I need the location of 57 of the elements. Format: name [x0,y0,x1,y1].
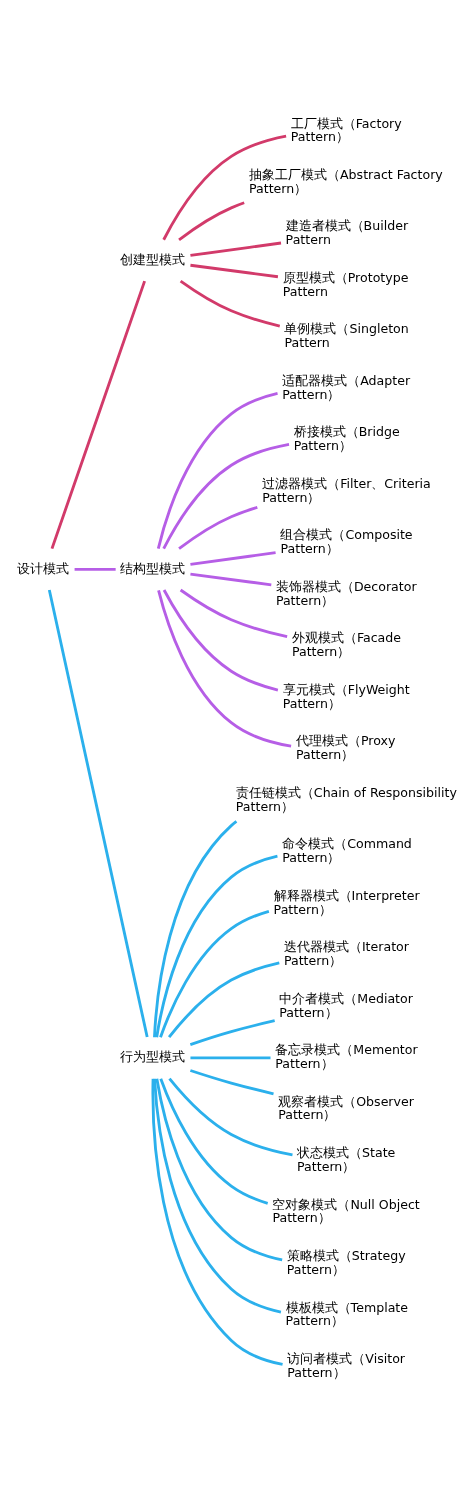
connector [159,1077,269,1205]
connector [179,279,281,327]
connector [162,588,279,691]
node-text: 桥接模式（Bridge Pattern） [293,423,400,453]
connector [190,1056,271,1059]
connector [178,200,245,241]
connector [157,589,292,748]
node-text: 设计模式 [17,560,70,576]
connector [153,819,238,1037]
connector [168,960,280,1038]
node-text: 代理模式（Proxy Pattern） [295,732,396,762]
node-text: 模板模式（Template Pattern） [285,1299,409,1328]
connector [178,505,258,550]
node-text: 工厂模式（Factory Pattern） [290,115,402,144]
node-text: 空对象模式（Null Object Pattern） [272,1196,420,1225]
connector [159,909,270,1038]
connector [190,241,282,257]
node-text: 结构型模式 [120,560,186,576]
connector [162,442,290,549]
connector [189,1018,275,1046]
node-text: 适配器模式（Adapter Pattern） [282,372,411,402]
node-text: 建造者模式（Builder Pattern [285,217,409,247]
node-text: 观察者模式（Observer Pattern） [278,1093,414,1122]
connector [151,1078,283,1366]
connector [155,1078,283,1261]
node-text: 责任链模式（Chain of Responsibility Pattern） [235,784,457,814]
node-text: 组合模式（Composite Pattern） [280,526,413,556]
connector [153,1078,282,1313]
node-text: 外观模式（Facade Pattern） [291,629,402,659]
connector [179,588,288,638]
connector [47,589,149,1037]
connector [155,854,278,1037]
connector [74,567,116,571]
connector [190,263,279,278]
node-text: 策略模式（Strategy Pattern） [286,1247,406,1277]
node-text: 命令模式（Command Pattern） [282,835,412,865]
node-text: 状态模式（State Pattern） [297,1144,396,1174]
node-text: 备忘录模式（Mementor Pattern） [275,1041,418,1071]
connector [156,391,278,549]
node-text: 抽象工厂模式（Abstract Factory Pattern） [249,166,443,196]
node-text: 装饰器模式（Decorator Pattern） [275,578,417,608]
connector [190,550,276,566]
node-text: 行为型模式 [120,1048,186,1064]
connector [168,1077,293,1156]
connector [189,1068,274,1095]
node-text: 享元模式（FlyWeight Pattern） [282,681,410,711]
node-text: 单例模式（Singleton Pattern [284,320,409,350]
connector [162,134,287,240]
node-text: 创建型模式 [120,251,186,267]
node-text: 迭代器模式（Iterator Pattern） [283,938,409,968]
connector [50,280,146,549]
node-text: 原型模式（Prototype Pattern [282,269,409,299]
node-text: 中介者模式（Mediator Pattern） [279,990,413,1019]
node-text: 访问者模式（Visitor Pattern） [287,1350,406,1380]
connector [190,572,272,586]
node-text: 解释器模式（Interpreter Pattern） [273,887,420,917]
node-text: 过滤器模式（Filter、Criteria Pattern） [262,475,431,505]
